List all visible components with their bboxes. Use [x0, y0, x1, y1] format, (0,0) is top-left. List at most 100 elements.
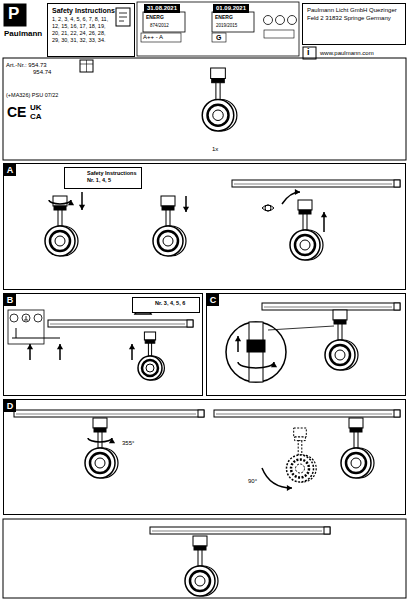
lamp-part — [198, 550, 202, 566]
eye-symbol — [262, 205, 274, 211]
body-text: 1, 2, 3, 4, 5, 6, 7, 8, 11, 12, 15, 16, … — [52, 16, 112, 44]
circle — [10, 314, 18, 322]
logo — [4, 4, 26, 26]
step-panel: D — [3, 399, 406, 515]
track-rail — [262, 303, 400, 310]
arrow-head — [68, 200, 74, 205]
circle — [146, 364, 154, 372]
energy-class — [141, 33, 181, 42]
arrow-head — [295, 189, 300, 195]
label: 954.74 — [33, 69, 51, 76]
body-text: Nr. 3, 4, 5, 6 — [155, 300, 197, 307]
track-rail — [214, 410, 400, 417]
circle — [50, 231, 70, 251]
label: Art.-Nr.: 954.73 — [6, 62, 47, 69]
line — [26, 316, 27, 320]
arrow-head — [57, 344, 63, 349]
insert-arrow — [282, 192, 300, 204]
lamp-part — [349, 418, 363, 428]
energy-label — [212, 12, 254, 32]
track-end — [187, 320, 193, 327]
circle — [185, 566, 215, 596]
circle — [95, 458, 105, 468]
circle — [213, 110, 224, 121]
circle — [153, 226, 183, 256]
panel-frame — [3, 519, 406, 598]
inset — [8, 310, 44, 344]
lamp-part — [194, 546, 206, 550]
arrow-head — [79, 205, 85, 210]
circle — [158, 231, 178, 251]
circle — [346, 453, 366, 473]
lamp-part — [298, 200, 312, 210]
lamp-part — [93, 418, 107, 428]
label: ENERG — [215, 15, 233, 21]
label: UK — [30, 104, 42, 113]
track-end — [394, 410, 400, 417]
heading: Safety Instructions — [87, 170, 139, 177]
label: CE — [7, 105, 26, 120]
angle-label: 90° — [248, 478, 257, 485]
circle — [90, 453, 110, 473]
circle — [351, 458, 361, 468]
energy-label — [143, 12, 185, 32]
label: ENERG — [146, 15, 164, 21]
label: 31.08.2021 — [144, 4, 180, 13]
line — [264, 307, 392, 308]
line — [16, 414, 196, 415]
article-panel — [3, 58, 406, 160]
track-end — [198, 410, 204, 417]
box-icon — [80, 60, 93, 72]
circle — [85, 448, 115, 478]
line — [216, 414, 392, 415]
rotation-arrow — [88, 438, 112, 442]
document-icon — [116, 8, 130, 26]
line — [119, 13, 127, 14]
lamp-part — [333, 310, 347, 320]
circle — [325, 340, 355, 370]
lamp-part — [94, 428, 106, 432]
arrow-head — [129, 344, 135, 349]
lamp-part — [98, 432, 102, 448]
lamp-part — [334, 320, 346, 324]
lamp-part — [162, 206, 174, 210]
line — [119, 21, 124, 22]
circle — [276, 16, 285, 25]
info-box — [303, 47, 316, 59]
line — [12, 338, 60, 339]
track-end — [394, 180, 400, 187]
lamp-part — [193, 536, 207, 546]
lamp-part — [294, 428, 307, 437]
arrow-head — [183, 207, 189, 212]
arrow-head — [27, 344, 33, 349]
step-letter: B — [4, 294, 16, 306]
arrow-head — [109, 438, 115, 443]
lamp-part — [211, 68, 226, 79]
lamp-part — [216, 83, 220, 100]
line — [119, 17, 127, 18]
info-box: Paulmann Licht GmbH Quezinger Feld 2 318… — [302, 3, 406, 45]
circle — [264, 16, 273, 25]
arrow-head — [271, 362, 277, 367]
lamp-part — [161, 196, 175, 206]
lamp-part — [54, 206, 66, 210]
angle-label: 355° — [122, 440, 134, 447]
track-end — [394, 303, 400, 310]
label: G — [216, 34, 221, 42]
lamp-part — [58, 210, 62, 226]
step-panel: ASafety InstructionsNr. 1, 4, 5 — [3, 163, 406, 290]
line — [24, 320, 28, 321]
lamp-part — [144, 332, 155, 340]
logo-text: P — [8, 5, 19, 24]
circle — [55, 236, 65, 246]
circle — [195, 576, 205, 586]
lamp-part — [338, 324, 342, 340]
label: www.paulmann.com — [320, 50, 374, 57]
label: i — [307, 48, 310, 58]
track-rail — [150, 527, 330, 534]
circle — [202, 100, 234, 132]
line — [234, 184, 392, 185]
circle — [163, 236, 173, 246]
circle — [291, 460, 309, 478]
